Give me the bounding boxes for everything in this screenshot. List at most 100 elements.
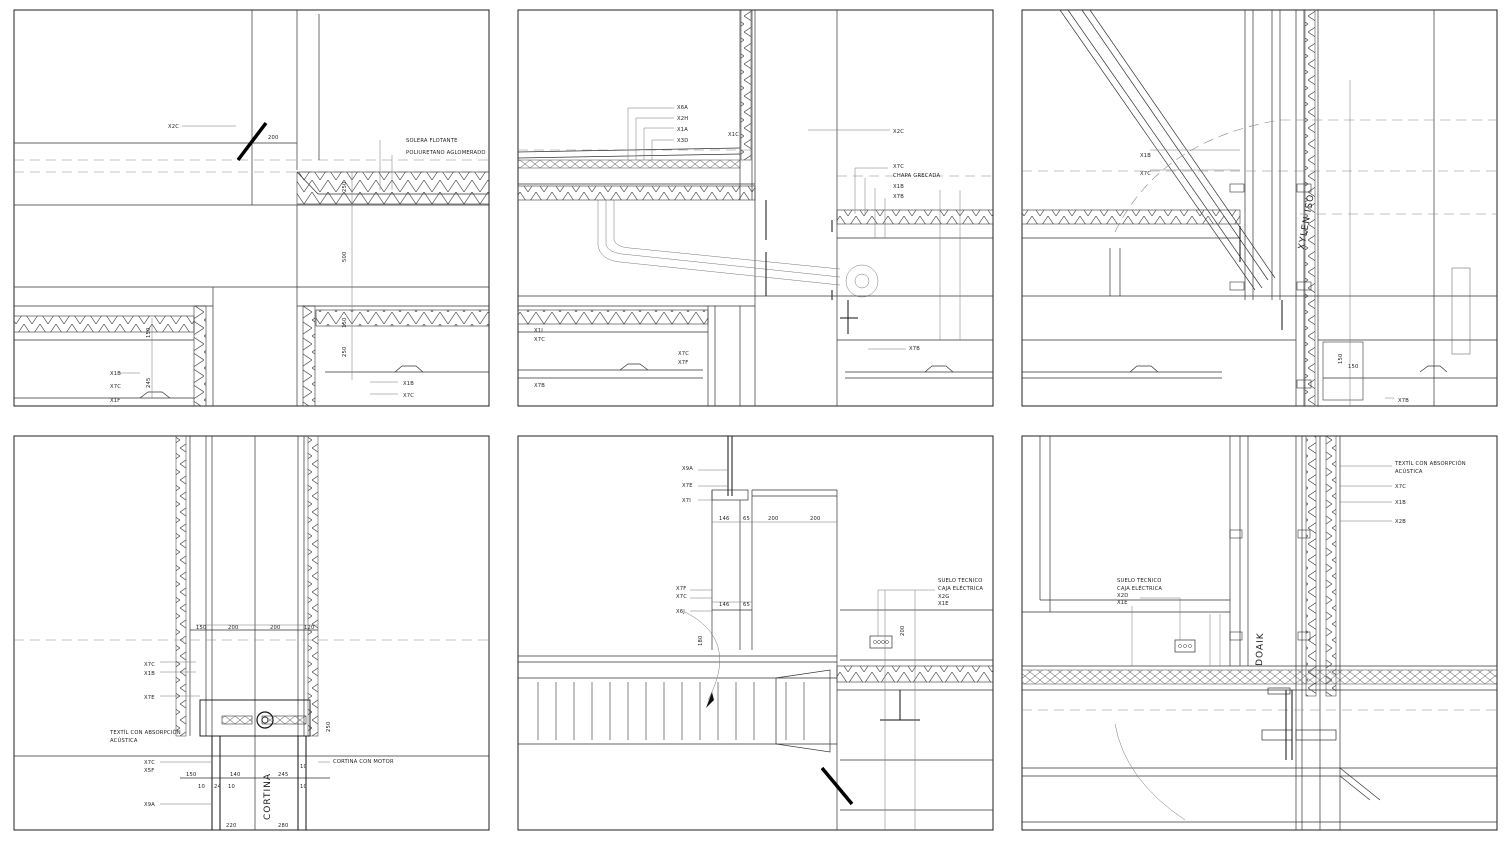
p3-dim-150: 150: [1338, 353, 1344, 364]
p4-label-cortina: CORTINA: [263, 773, 273, 820]
p5-label-x1e: X1E: [938, 601, 949, 607]
p1-label-x7c-right: X7C: [403, 393, 414, 399]
p5-dim-146: 146: [719, 516, 730, 522]
p4-dim-200b: 200: [270, 625, 281, 631]
p6-label-x1b: X1B: [1395, 500, 1406, 506]
p4-label-cortina-motor: CORTINA CON MOTOR: [333, 759, 394, 765]
p2-label-x2c: X2C: [893, 129, 904, 135]
panel-5-cut-mark: [820, 766, 854, 806]
p4-dim-10c: 10: [228, 784, 235, 790]
p5-dim-200b: 200: [810, 516, 821, 522]
p2-label-x7c-b: X7C: [534, 337, 545, 343]
p6-label-x2b: X2B: [1395, 519, 1406, 525]
p5-label-caja: CAJA ELÉCTRICA: [938, 584, 983, 592]
p4-dim-10: 10: [300, 764, 307, 770]
p4-label-textil-2: ACÚSTICA: [110, 737, 138, 744]
p6-rotated-label: DOAIK: [1255, 632, 1266, 666]
p4-label-x5f: X5F: [144, 768, 154, 774]
p5-dim-146b: 146: [719, 602, 730, 608]
p4-dim-24: 24: [214, 784, 222, 790]
p3-dim-150b: 150: [1348, 364, 1359, 370]
p4-label-x7e: X7E: [144, 695, 155, 701]
p6-label-x2d: X2D: [1117, 593, 1128, 599]
p2-label-x7c: X7C: [893, 164, 904, 170]
p1-label-x2c: X2C: [168, 124, 179, 130]
p1-label-x1f: X1F: [110, 398, 120, 404]
p4-label-x7c-b: X7C: [144, 760, 155, 766]
p2-label-x3d: X3D: [677, 138, 688, 144]
p1-label-x7c: X7C: [110, 384, 121, 390]
panel-2-detail: X6A X2H X1A X3D X1C X2C X7C CHAPA GRECAD…: [517, 9, 994, 407]
p4-dim-120: 120: [304, 625, 315, 631]
panel-4-frame: [13, 435, 490, 831]
p6-label-textil-1: TEXTÍL CON ABSORPCIÓN: [1394, 460, 1466, 467]
panel-5-detail: X9A X7E X7I 146 65 200 200 SUELO TECNICO…: [517, 435, 994, 831]
p5-dim-200c: 200: [900, 625, 906, 636]
p2-label-x1b: X1B: [893, 184, 904, 190]
panel-6-frame: [1021, 435, 1498, 831]
p4-dim-150: 150: [196, 625, 207, 631]
panel-5-frame: [517, 435, 994, 831]
p5-dim-180: 180: [698, 635, 704, 646]
panel-1-detail: X2C 200 SOLERA FLOTANTE POLIURETANO AGLO…: [13, 9, 490, 407]
p1-label-poliuretano: POLIURETANO AGLOMERADO: [406, 150, 486, 156]
p6-label-textil-2: ACÚSTICA: [1395, 468, 1423, 475]
p5-dim-65: 65: [743, 516, 750, 522]
p2-label-x2h: X2H: [677, 116, 688, 122]
p1-dim-250: 250: [342, 181, 348, 192]
p4-label-textil-1: TEXTÍL CON ABSORPCIÓN: [109, 729, 181, 736]
p6-label-caja: CAJA ELÉCTRICA: [1117, 584, 1162, 592]
panel-6-detail: DOAIK TEXTÍL CON ABSORPCIÓN ACÚSTICA X7C…: [1021, 435, 1498, 831]
p5-label-x6j: X6J: [676, 609, 685, 615]
panel-1-frame: [13, 9, 490, 407]
p2-label-x7c-c: X7C: [678, 351, 689, 357]
p5-label-x7e: X7E: [682, 483, 693, 489]
p4-label-x1b: X1B: [144, 671, 155, 677]
p5-label-suelo: SUELO TECNICO: [938, 578, 983, 584]
panel-3-detail: X1B X7C X7B 150 150 XYLEN ISO: [1021, 9, 1498, 407]
p6-label-x7c: X7C: [1395, 484, 1406, 490]
p4-dim-150b: 150: [186, 772, 197, 778]
panel-2-frame: [517, 9, 994, 407]
p2-label-x7b: X7B: [893, 194, 904, 200]
p5-dim-200a: 200: [768, 516, 779, 522]
p4-dim-10d: 10: [300, 784, 307, 790]
p4-label-x9a: X9A: [144, 802, 155, 808]
p3-label-x1b: X1B: [1140, 153, 1151, 159]
p4-dim-245: 245: [278, 772, 289, 778]
p6-label-suelo: SUELO TECNICO: [1117, 578, 1162, 584]
p1-dim-250b: 250: [342, 346, 348, 357]
p5-dim-65b: 65: [743, 602, 750, 608]
p5-label-x7c: X7C: [676, 594, 687, 600]
p5-label-x2g: X2G: [938, 594, 949, 600]
p5-label-x7i: X7I: [682, 498, 691, 504]
p1-label-x1b-right: X1B: [403, 381, 414, 387]
panel-3-frame: [1021, 9, 1498, 407]
p5-label-x9a: X9A: [682, 466, 693, 472]
p2-label-x6a: X6A: [677, 105, 688, 111]
p4-dim-280: 280: [278, 823, 289, 829]
p1-label-solera: SOLERA FLOTANTE: [406, 138, 458, 144]
p6-label-x1e: X1E: [1117, 600, 1128, 606]
p2-label-x1c: X1C: [728, 132, 739, 138]
p2-label-chapa: CHAPA GRECADA: [893, 173, 940, 179]
p1-dim-500: 500: [342, 251, 348, 262]
p1-dim-150b: 150: [146, 327, 152, 338]
p1-label-x1b: X1B: [110, 371, 121, 377]
p4-dim-250: 250: [326, 721, 332, 732]
p2-label-x7f: X7F: [678, 360, 688, 366]
p2-label-x7b-c: X7B: [909, 346, 920, 352]
p3-label-x7b: X7B: [1398, 398, 1409, 404]
panel-1-cut-mark: [236, 121, 268, 162]
panel-5-arrow: [706, 692, 714, 708]
p2-label-x1i: X1I: [534, 328, 543, 334]
p3-label-x7c: X7C: [1140, 171, 1151, 177]
p1-dim-150: 150: [342, 317, 348, 328]
p4-dim-10b: 10: [198, 784, 205, 790]
p4-dim-140: 140: [230, 772, 241, 778]
p1-dim-200: 200: [268, 135, 279, 141]
p4-dim-220: 220: [226, 823, 237, 829]
p4-label-x7c: X7C: [144, 662, 155, 668]
